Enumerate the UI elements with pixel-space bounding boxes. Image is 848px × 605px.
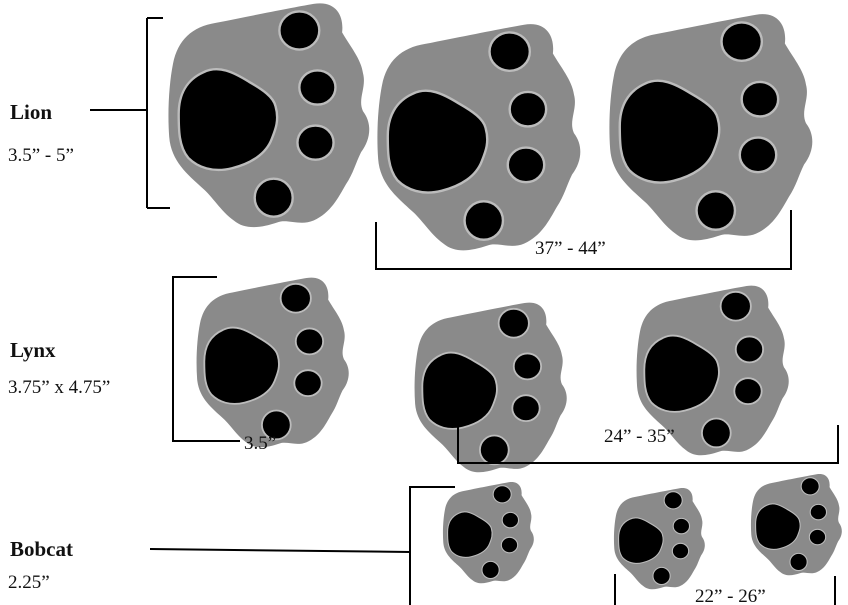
bobcat-size-label: 2.25” [8,572,50,593]
bobcat-name-label: Bobcat [10,537,73,561]
lion-name-label: Lion [10,100,52,124]
lynx-size-label: 3.75” x 4.75” [8,377,110,398]
bobcat-group: Bobcat 2.25” 22” - 26” [8,474,842,605]
lion-stride-label: 37” - 44” [535,238,606,259]
bobcat-stride-label: 22” - 26” [695,586,766,605]
lynx-name-label: Lynx [10,338,56,362]
lynx-paw-print-icon [197,278,349,448]
lion-paw-print-icon [609,14,812,240]
bobcat-leader-line [150,549,410,552]
bobcat-paw-print-icon [443,482,534,583]
lion-paw-print-icon [377,24,580,250]
lynx-stride-label: 24” - 35” [604,426,675,447]
lynx-group: Lynx 3.75” x 4.75” 3.5” 24” - 35” [8,277,838,472]
lynx-width-label: 3.5” [244,433,276,454]
lion-group: Lion 3.5” - 5” 37” - 44” [8,3,812,269]
lion-size-label: 3.5” - 5” [8,145,74,166]
lynx-paw-print-icon [415,303,567,473]
lion-size-bracket [147,18,170,208]
lion-paw-print-icon [168,3,369,227]
bobcat-paw-print-icon [614,488,705,589]
bobcat-paw-print-icon [751,474,842,575]
